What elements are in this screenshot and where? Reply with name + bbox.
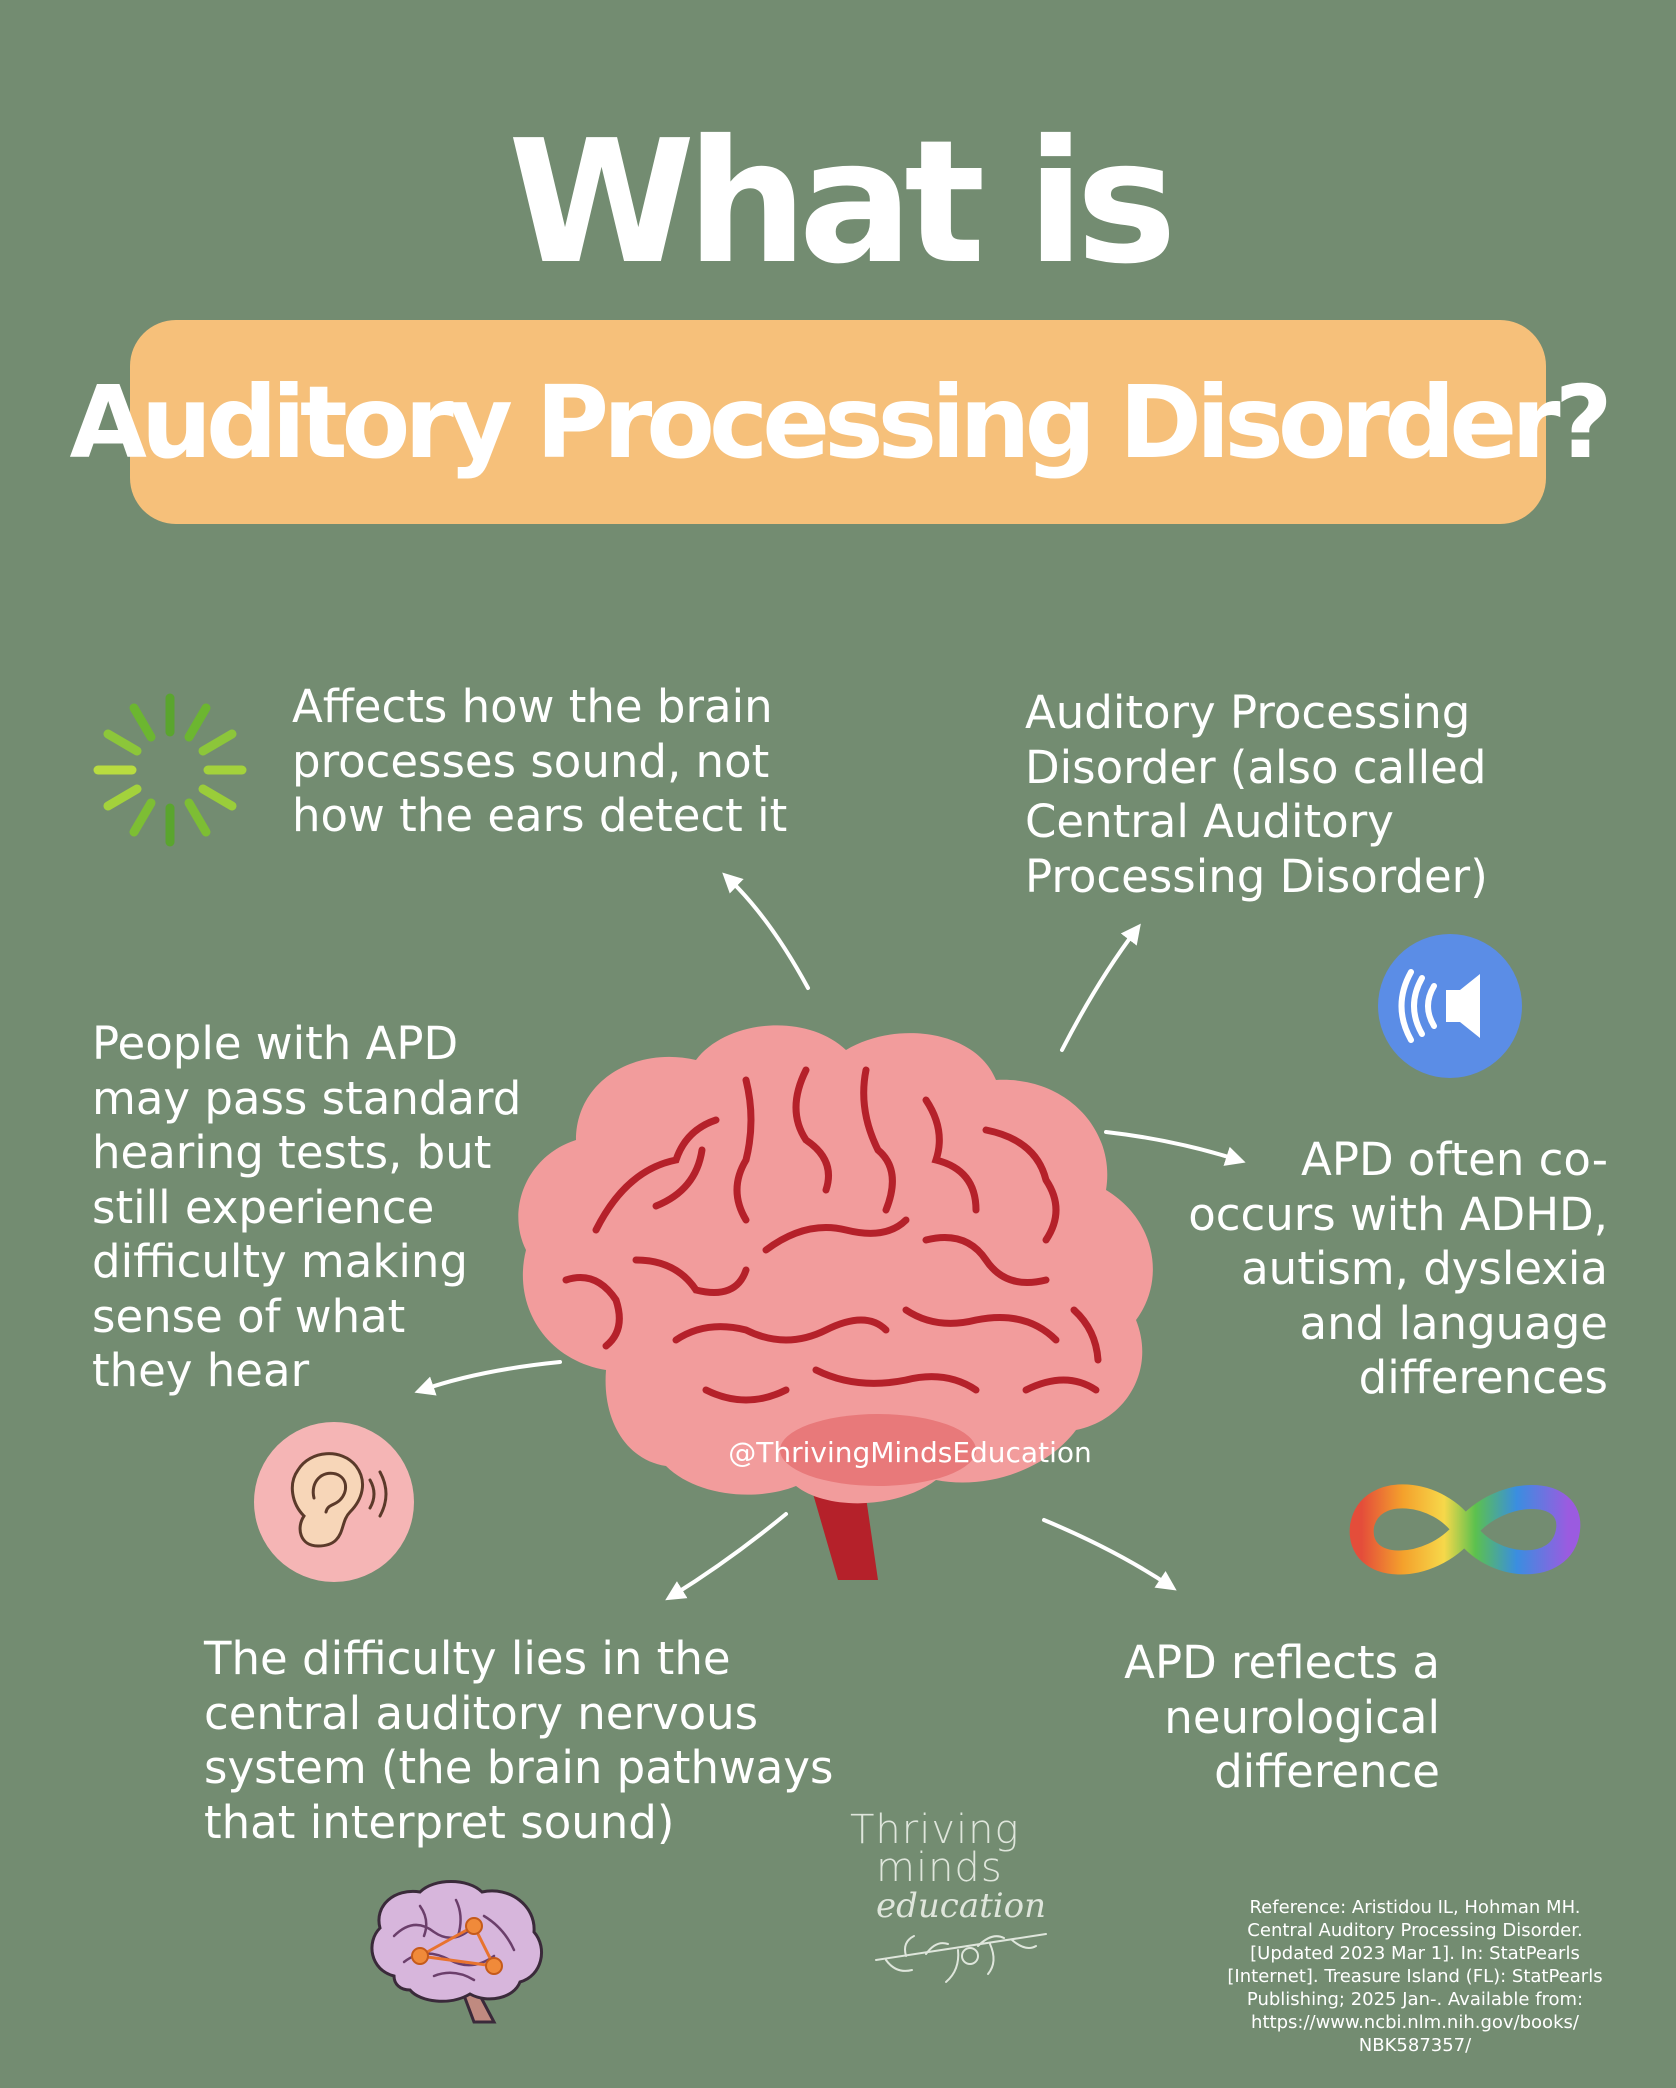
logo-line-minds: minds: [876, 1845, 1003, 1891]
arrow-top-left: [722, 872, 810, 990]
arrow-left: [414, 1360, 562, 1396]
banner-text: Auditory Processing Disorder?: [69, 363, 1612, 481]
logo-line-thriving: Thriving: [850, 1807, 1020, 1853]
infinity-icon: [1340, 1470, 1590, 1590]
arrow-bottom-right: [1042, 1518, 1177, 1591]
arrow-bottom-left: [665, 1512, 788, 1601]
fact-brain-processing: Affects how the brain processes sound, n…: [292, 680, 788, 842]
title-banner: Auditory Processing Disorder?: [69, 320, 1613, 524]
loading-spinner-icon: [86, 686, 254, 854]
fact-also-called: Auditory Processing Disorder (also calle…: [1025, 686, 1488, 903]
poster-title: What is: [507, 104, 1177, 302]
ear-icon: [252, 1420, 416, 1584]
watermark-handle: @ThrivingMindsEducation: [728, 1436, 1092, 1469]
fact-co-occurs: APD often co- occurs with ADHD, autism, …: [1188, 1133, 1608, 1404]
arrow-right: [1104, 1130, 1246, 1166]
arrow-top-right: [1060, 923, 1141, 1052]
reference-citation: Reference: Aristidou IL, Hohman MH. Cent…: [1227, 1897, 1603, 2056]
brain-network-icon: [364, 1876, 550, 2026]
fact-hearing-tests: People with APD may pass standard hearin…: [92, 1017, 522, 1397]
speaker-sound-icon: [1376, 932, 1524, 1080]
fact-neurological: APD reflects a neurological difference: [1124, 1636, 1440, 1798]
logo-line-education: education: [876, 1886, 1046, 1926]
fact-nervous-system: The difficulty lies in the central audit…: [204, 1632, 834, 1849]
brain-illustration: [506, 1010, 1166, 1590]
floral-sprig-icon: [866, 1926, 1056, 1996]
thriving-minds-logo: Thriving minds education: [850, 1810, 1100, 1926]
